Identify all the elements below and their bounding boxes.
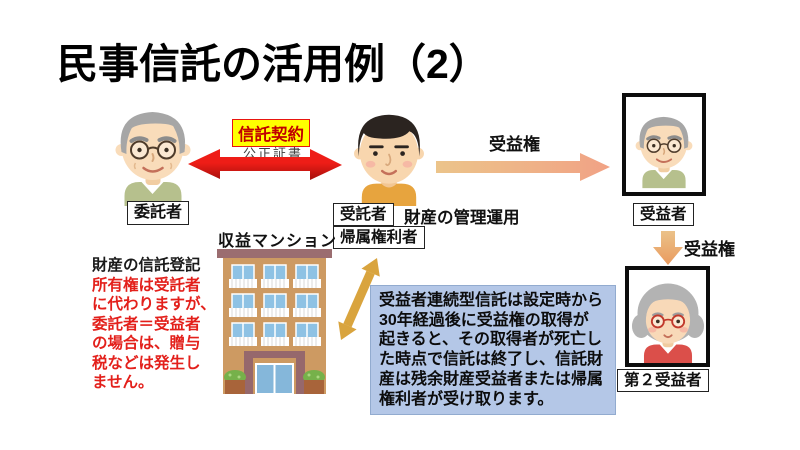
second-beneficiary-photo-frame [625, 266, 710, 367]
vested-rights-holder-label: 帰属権利者 [333, 226, 425, 250]
trust-contract-arrow-icon [184, 144, 346, 188]
trust-registration-note: 財産の信託登記 所有権は受託者 に代わりますが、 委託者＝受益者 の場合は、贈与… [92, 256, 216, 393]
succession-trust-note: 受益者連続型信託は設定時から 30年経過後に受益権の取得が 起きると、その取得者… [370, 285, 616, 416]
settlor-illustration [105, 100, 201, 206]
trust-registration-line: 税などは発生し [92, 354, 201, 372]
trust-registration-line: 委託者＝受益者 [92, 315, 201, 333]
trust-property-double-arrow-icon [330, 245, 390, 345]
succession-trust-line: 受益者連続型信託は設定時から [379, 292, 604, 309]
settlor-label: 委託者 [127, 201, 190, 225]
trust-contract-highlight: 信託契約 [232, 119, 310, 147]
beneficiary-right-side-label: 受益権 [684, 240, 735, 259]
succession-trust-line: 30年経過後に受益権の取得が [379, 311, 589, 329]
succession-trust-line: 起きると、その取得者が死亡し [379, 331, 603, 349]
elderly-man-icon [115, 112, 191, 206]
elderly-man-portrait-icon [635, 116, 693, 189]
beneficiary-label: 受益者 [633, 203, 694, 227]
succession-trust-line: 産は残余財産受益者または帰属 [379, 370, 604, 388]
asset-management-label: 財産の管理運用 [404, 209, 520, 227]
trust-registration-line: ません。 [92, 374, 154, 391]
trust-registration-line: に代わりますが、 [92, 296, 216, 313]
mansion-illustration [216, 248, 333, 394]
trust-registration-line: の場合は、贈与 [92, 335, 201, 352]
trustee-illustration [345, 106, 433, 206]
second-beneficiary-label: 第２受益者 [617, 369, 709, 393]
beneficiary-photo-frame [622, 93, 706, 196]
trustee-label: 受託者 [333, 203, 394, 227]
trust-registration-line: 所有権は受託者 [92, 276, 201, 294]
trust-registration-heading: 財産の信託登記 [92, 257, 201, 274]
beneficiary-right-top-label: 受益権 [489, 135, 540, 154]
beneficiary-right-arrow-icon [433, 150, 613, 184]
mansion-label: 収益マンション [218, 233, 338, 250]
beneficiary-right-down-arrow-icon [650, 229, 686, 267]
slide-title: 民事信託の活用例（2） [57, 41, 490, 87]
elderly-woman-portrait-icon [631, 283, 704, 363]
man-icon [354, 114, 424, 206]
succession-trust-line: た時点で信託は終了し、信託財 [379, 351, 604, 369]
apartment-building-icon [217, 249, 332, 394]
succession-trust-line: 権利者が受け取ります。 [379, 390, 554, 408]
